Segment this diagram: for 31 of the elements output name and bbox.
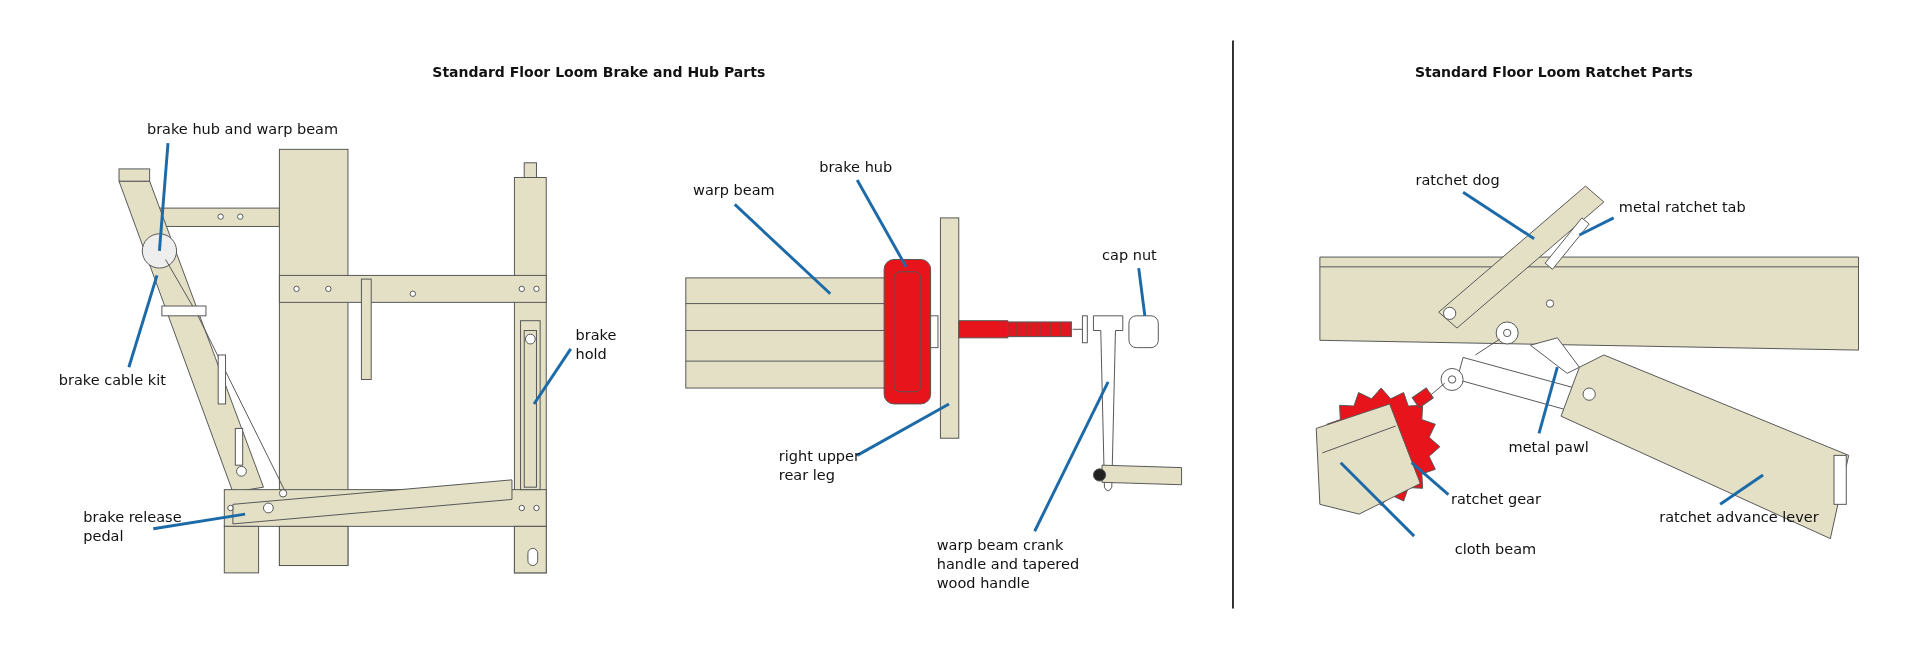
part-label: brake cable kit — [58, 371, 194, 390]
part-label: warp beam crank handle and tapered wood handle — [936, 536, 1109, 593]
leader-line — [855, 179, 908, 268]
part-label: cloth beam — [1454, 540, 1565, 559]
section-heading: Standard Floor Loom Ratchet Parts — [1414, 63, 1693, 80]
part-label: brake release pedal — [83, 508, 194, 546]
leader-line — [1410, 461, 1450, 496]
leader-line — [733, 203, 832, 295]
part-label: ratchet gear — [1451, 489, 1562, 509]
part-label: ratchet advance lever — [1659, 508, 1843, 527]
part-label: cap nut — [1102, 246, 1188, 265]
part-label: metal ratchet tab — [1618, 198, 1766, 218]
part-label: brake hub and warp beam — [146, 120, 356, 139]
part-label: right upper rear leg — [778, 446, 877, 485]
leader-line — [1339, 461, 1416, 538]
leader-line — [1578, 216, 1615, 237]
part-label: warp beam — [693, 181, 804, 201]
leader-line — [127, 275, 159, 368]
part-label: metal pawl — [1508, 438, 1619, 458]
part-label: brake hub — [819, 157, 930, 177]
leader-line — [856, 402, 950, 457]
leader-line — [153, 512, 246, 531]
part-label: brake hold — [575, 325, 625, 364]
section-heading: Standard Floor Loom Brake and Hub Parts — [432, 63, 766, 80]
leader-line — [157, 143, 170, 252]
leader-line — [1462, 190, 1535, 240]
leader-line — [1137, 267, 1147, 316]
leader-line — [1537, 366, 1559, 434]
leader-line — [1033, 381, 1110, 532]
part-label: ratchet dog — [1415, 171, 1526, 191]
leader-line — [532, 348, 572, 405]
